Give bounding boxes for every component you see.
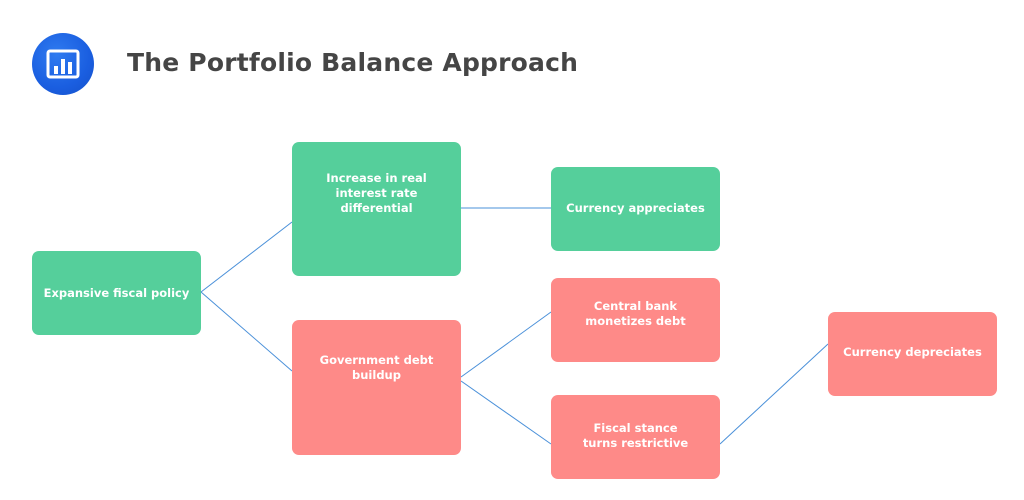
logo-badge	[32, 33, 94, 95]
edge-restrictive-depreciates	[719, 343, 829, 445]
node-expansive-fiscal-policy: Expansive fiscal policy	[32, 251, 201, 335]
edge-debt-monetizes	[460, 311, 552, 378]
node-currency-depreciates: Currency depreciates	[828, 312, 997, 396]
node-currency-appreciates: Currency appreciates	[551, 167, 720, 251]
node-interest-rate-differential: Increase in real interest rate different…	[292, 142, 461, 276]
node-central-bank-monetizes: Central bank monetizes debt	[551, 278, 720, 362]
bar-chart-icon	[46, 49, 80, 79]
edge-expansive-interest	[200, 221, 293, 293]
node-government-debt-buildup: Government debt buildup	[292, 320, 461, 455]
edge-expansive-debt	[200, 291, 293, 372]
edge-debt-restrictive	[460, 380, 552, 445]
page-title: The Portfolio Balance Approach	[127, 48, 579, 77]
node-fiscal-stance-restrictive: Fiscal stance turns restrictive	[551, 395, 720, 479]
